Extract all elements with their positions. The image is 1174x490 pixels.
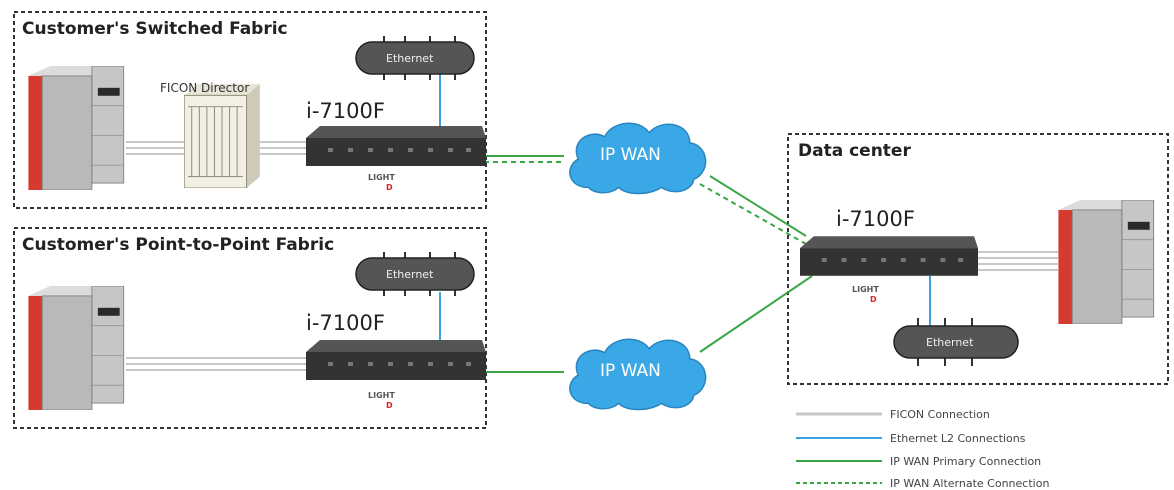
ethernet-label-switched: Ethernet <box>386 52 434 65</box>
switched-fabric-box <box>13 11 487 209</box>
ethernet-switch-p2p: Ethernet <box>355 252 475 296</box>
ip-wan-label-top: IP WAN <box>600 145 661 165</box>
ethernet-switch-datacenter: Ethernet <box>893 318 1019 366</box>
ficon-connections <box>126 141 1058 371</box>
legend-ethernet-label: Ethernet L2 Connections <box>890 432 1026 445</box>
router-datacenter-label: i-7100F <box>836 207 915 231</box>
switched-fabric-title: Customer's Switched Fabric <box>22 19 288 39</box>
ethernet-label-datacenter: Ethernet <box>926 336 974 349</box>
legend-wan-primary-label: IP WAN Primary Connection <box>890 455 1041 468</box>
wan-primary-connections <box>484 155 813 373</box>
mainframe-p2p <box>28 286 125 410</box>
legend-wan-alternate-label: IP WAN Alternate Connection <box>890 477 1049 490</box>
router-switched-label: i-7100F <box>306 99 385 123</box>
router-datacenter <box>800 236 978 276</box>
ficon-director <box>184 84 260 188</box>
ficon-director-label: FICON Director <box>160 81 249 95</box>
legend-ficon-label: FICON Connection <box>890 408 990 421</box>
router-switched-logo-bottom: D <box>386 183 393 192</box>
router-switched-logo-top: LIGHT <box>368 173 395 182</box>
router-p2p-logo-bottom: D <box>386 401 393 410</box>
router-switched <box>306 126 486 166</box>
router-datacenter-logo-bottom: D <box>870 295 877 304</box>
router-p2p-logo-top: LIGHT <box>368 391 395 400</box>
router-p2p <box>306 340 486 380</box>
mainframe-datacenter <box>1058 200 1155 324</box>
router-p2p-label: i-7100F <box>306 311 385 335</box>
p2p-fabric-title: Customer's Point-to-Point Fabric <box>22 235 334 255</box>
ethernet-switch-switched: Ethernet <box>355 36 475 80</box>
mainframe-switched <box>28 66 125 190</box>
ethernet-connections <box>439 74 931 342</box>
legend: FICON Connection Ethernet L2 Connections… <box>796 408 1049 490</box>
ethernet-label-p2p: Ethernet <box>386 268 434 281</box>
ip-wan-label-bottom: IP WAN <box>600 361 661 381</box>
datacenter-title: Data center <box>798 141 911 161</box>
datacenter-box <box>787 133 1169 385</box>
router-datacenter-logo-top: LIGHT <box>852 285 879 294</box>
wan-alternate-connections <box>484 161 807 245</box>
